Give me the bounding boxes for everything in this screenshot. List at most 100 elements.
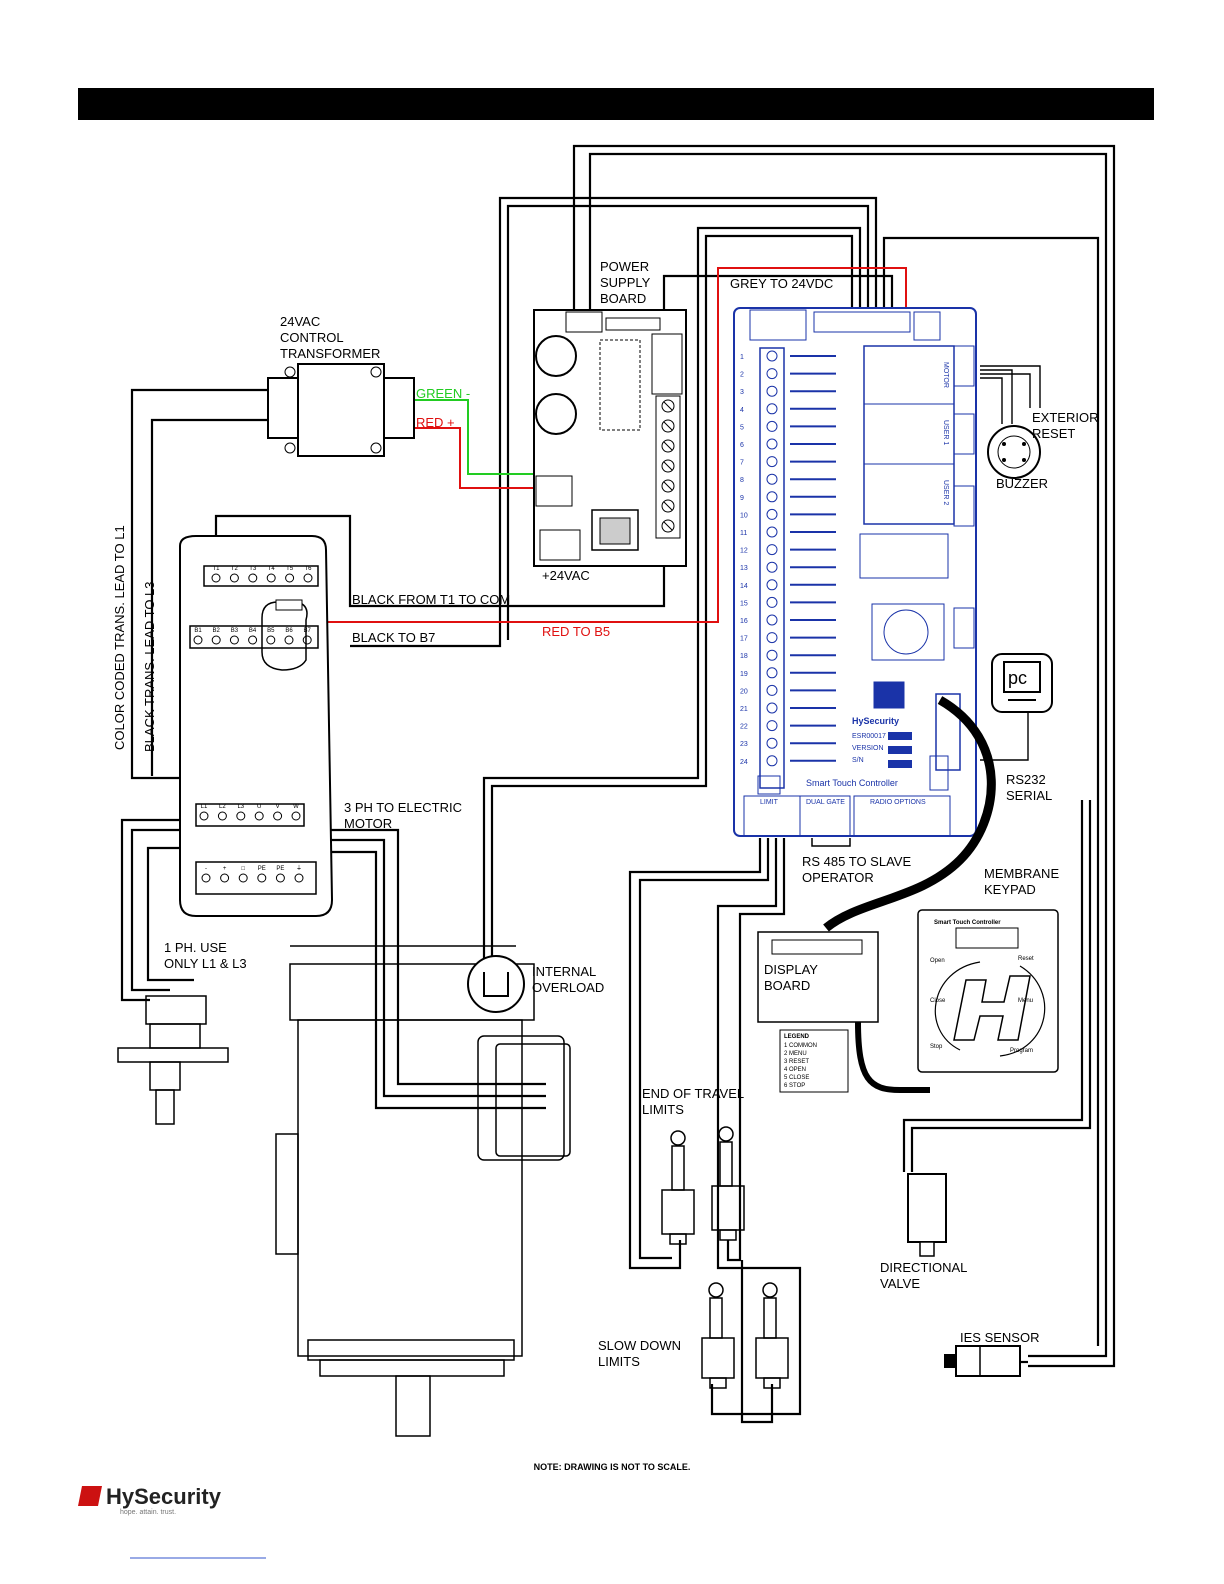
display-board-label-1: DISPLAY [764,962,818,977]
power-supply-board [533,309,687,567]
slow-down-limit-switches [701,1282,789,1389]
vfd-t-terminal-label: T3 [249,566,257,572]
controller-terminal-number: 3 [740,389,744,396]
keypad-key-stop: Stop [930,1044,943,1050]
plus-24vac-label: +24VAC [542,568,590,583]
controller-user1: USER 1 [942,420,949,445]
vfd-power-terminal-label: L3 [237,804,244,810]
logo-tagline: hope. attain. trust. [120,1509,176,1516]
black-b7-label: BLACK TO B7 [352,630,435,645]
one-ph-label-1: 1 PH. USE [164,940,227,955]
vfd-bottom-terminal-screw [275,873,285,883]
controller-terminal-screw [766,385,778,397]
controller-terminal-number: 22 [740,724,748,731]
vfd-power-terminal-label: W [293,804,299,810]
vfd-bottom-terminal-label: ⏚ [296,865,302,872]
psu-label-2: SUPPLY [600,275,651,290]
header-bar [78,88,1154,120]
vfd-t-terminal-label: T5 [286,566,294,572]
controller-terminal-screw [766,755,778,767]
vfd-t-terminal-screw [303,573,313,583]
controller-name: Smart Touch Controller [806,778,898,788]
vfd-b-terminal-screw [284,635,294,645]
end-of-travel-label-2: LIMITS [642,1102,684,1117]
pc-icon [991,653,1053,713]
psu-label-1: POWER [600,259,649,274]
vfd-power-terminal-label: L1 [201,804,208,810]
rs485-bracket [811,838,851,847]
vfd-power-terminal-screw [273,811,283,821]
vfd-t-terminal-label: T1 [212,566,220,572]
controller-terminal-number: 4 [740,407,744,414]
directional-valve-label-2: VALVE [880,1276,920,1291]
one-phase-switch [117,995,229,1125]
controller-terminal-screw [766,596,778,608]
slow-down-label-2: LIMITS [598,1354,640,1369]
transformer-label-1: 24VAC [280,314,320,329]
directional-valve-label-1: DIRECTIONAL [880,1260,967,1275]
controller-terminal-screw [766,579,778,591]
vfd-b-terminal-screw [266,635,276,645]
controller-terminal-screw [766,561,778,573]
ies-sensor [944,1345,1021,1377]
vfd-b-terminal-screw [302,635,312,645]
internal-overload-label-2: OVERLOAD [532,980,604,995]
electric-motor [275,945,571,1437]
vfd-power-terminal-label: V [276,804,280,810]
vfd-power-terminal-screw [291,811,301,821]
controller-terminal-screw [766,614,778,626]
controller-terminal-screw [766,649,778,661]
motor-drive [179,535,334,917]
legend-item: 6 STOP [784,1083,805,1089]
controller-motor: MOTOR [942,362,949,388]
vfd-b-terminal-screw [193,635,203,645]
controller-terminal-screw [766,737,778,749]
three-ph-label-1: 3 PH TO ELECTRIC [344,800,462,815]
controller-terminal-number: 17 [740,636,748,643]
keypad-title: Smart Touch Controller [934,920,1001,926]
legend-item: 4 OPEN [784,1067,806,1073]
buzzer-label: BUZZER [996,476,1048,491]
controller-terminal-screw [766,526,778,538]
controller-terminal-screw [766,508,778,520]
controller-terminal-number: 18 [740,653,748,660]
green-wire-label: GREEN - [416,386,470,401]
directional-valve [907,1173,947,1257]
vfd-b-terminal-screw [211,635,221,645]
psu-terminal-strip [655,395,681,539]
keypad-key-close: Close [930,998,946,1004]
controller-terminal-number: 20 [740,688,748,695]
transformer-label-3: TRANSFORMER [280,346,380,361]
membrane-keypad [917,909,1059,1073]
controller-terminal-screw [766,491,778,503]
hysecurity-logo: HySecurity hope. attain. trust. [78,1484,222,1516]
keypad-key-menu: Menu [1018,998,1033,1004]
red-b5-label: RED TO B5 [542,624,610,639]
pc-label: pc [1008,668,1027,688]
controller-dual-gate: DUAL GATE [806,799,845,806]
legend-title: LEGEND [784,1034,810,1040]
vfd-b-terminal-label: B6 [285,628,293,634]
controller-terminal-number: 11 [740,530,747,537]
buzzer-icon [987,425,1041,479]
keypad-key-reset: Reset [1018,956,1034,962]
vfd-bottom-terminal-screw [220,873,230,883]
controller-terminal-screw [766,350,778,362]
transformer-label-2: CONTROL [280,330,344,345]
vfd-power-terminal-screw [217,811,227,821]
controller-esr: ESR00017 [852,733,886,740]
rs232-cable [823,696,996,932]
vfd-bottom-terminal-label: □ [241,866,245,872]
controller-terminal-screw [766,684,778,696]
black-t1-com-label: BLACK FROM T1 TO COM [352,592,510,607]
rs232-label-2: SERIAL [1006,788,1052,803]
internal-overload-label-1: INTERNAL [532,964,596,979]
controller-terminal-number: 21 [740,706,748,713]
three-ph-label-2: MOTOR [344,816,392,831]
membrane-keypad-label-1: MEMBRANE [984,866,1059,881]
controller-terminal-number: 7 [740,460,744,467]
control-transformer [267,363,415,457]
exterior-reset-label-1: EXTERIOR [1032,410,1098,425]
